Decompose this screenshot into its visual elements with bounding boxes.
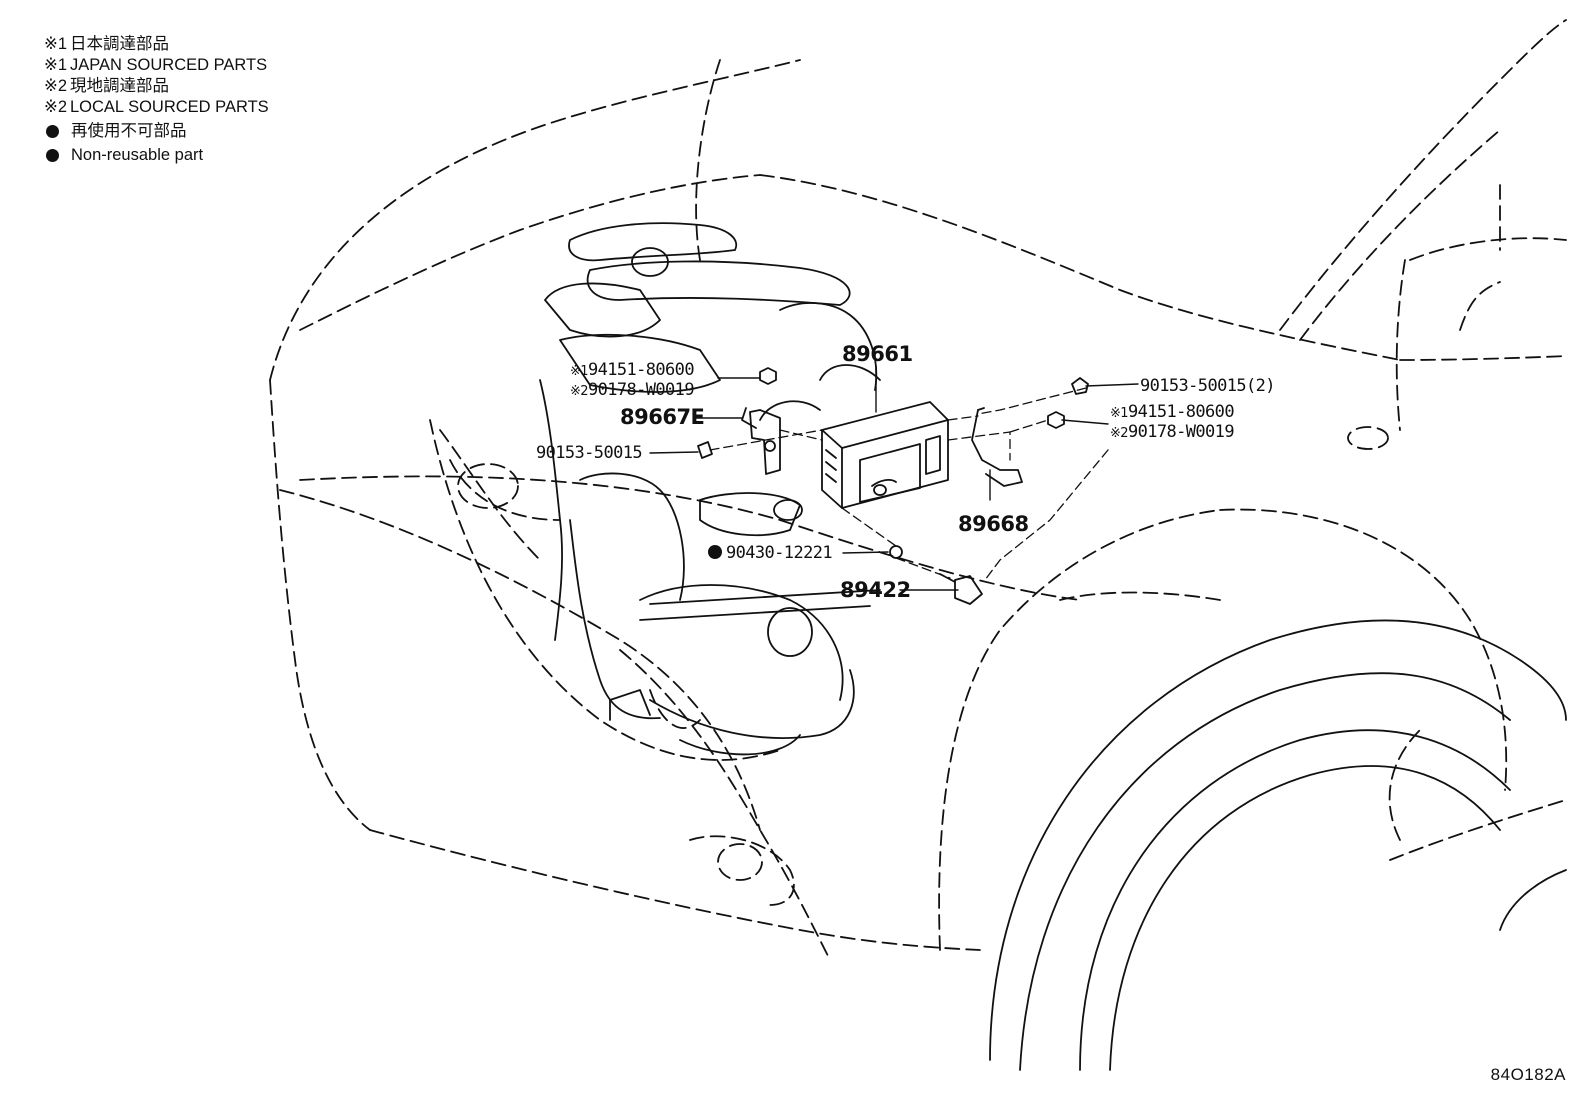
legend-symbol: ※1 xyxy=(44,35,68,53)
part-label-nut-left-jp: ※194151-80600 xyxy=(570,360,695,380)
part-number: 90178-W0019 xyxy=(587,380,695,400)
part-number: 94151-80600 xyxy=(1127,402,1235,422)
marker-1: ※1 xyxy=(570,364,589,379)
part-number: 94151-80600 xyxy=(587,360,695,380)
part-label-sensor: 89422 xyxy=(840,578,911,602)
non-reusable-dot-icon xyxy=(708,545,722,559)
part-label-bracket-right: 89668 xyxy=(958,512,1029,536)
legend-row: Non-reusable part xyxy=(44,145,269,166)
part-label-bolt-left: 90153-50015 xyxy=(536,443,643,463)
part-label-gasket: 90430-12221 xyxy=(708,543,833,563)
marker-1: ※1 xyxy=(1110,406,1129,421)
part-label-nut-left-local: ※290178-W0019 xyxy=(570,380,695,400)
fasteners xyxy=(697,367,1089,605)
part-label-bracket-left: 89667E xyxy=(620,405,705,429)
figure-code: 84O182A xyxy=(1490,1065,1566,1084)
legend-row: 再使用不可部品 xyxy=(44,121,269,142)
marker-2: ※2 xyxy=(570,384,589,399)
non-reusable-dot-icon xyxy=(46,149,59,162)
engine xyxy=(539,222,881,756)
non-reusable-dot-icon xyxy=(46,125,59,138)
legend-text: JAPAN SOURCED PARTS xyxy=(70,56,268,74)
legend-text: 日本調達部品 xyxy=(70,35,169,53)
part-label-nut-right-local: ※290178-W0019 xyxy=(1110,422,1235,442)
ecu-module xyxy=(821,401,949,509)
part-label-nut-right-jp: ※194151-80600 xyxy=(1110,402,1235,422)
part-number: 90178-W0019 xyxy=(1127,422,1235,442)
legend-text: Non-reusable part xyxy=(71,146,204,164)
part-label-ecu: 89661 xyxy=(842,342,913,366)
right-bracket xyxy=(971,407,1023,487)
legend-symbol: ※1 xyxy=(44,56,68,74)
part-label-bolt-right: 90153-50015(2) xyxy=(1140,376,1275,396)
dashed-connection-lines xyxy=(709,387,1109,581)
legend-text: 現地調達部品 xyxy=(70,77,169,95)
body-phantom-lines xyxy=(269,19,1567,961)
left-bracket xyxy=(741,407,781,475)
part-number: 90430-12221 xyxy=(726,543,833,563)
legend-symbol: ※2 xyxy=(44,77,68,95)
marker-2: ※2 xyxy=(1110,426,1129,441)
wheel-fender xyxy=(989,619,1567,1071)
leader-lines xyxy=(649,365,1139,591)
legend-text: 再使用不可部品 xyxy=(71,122,187,140)
legend-symbol: ※2 xyxy=(44,98,68,116)
legend-text: LOCAL SOURCED PARTS xyxy=(70,98,269,116)
